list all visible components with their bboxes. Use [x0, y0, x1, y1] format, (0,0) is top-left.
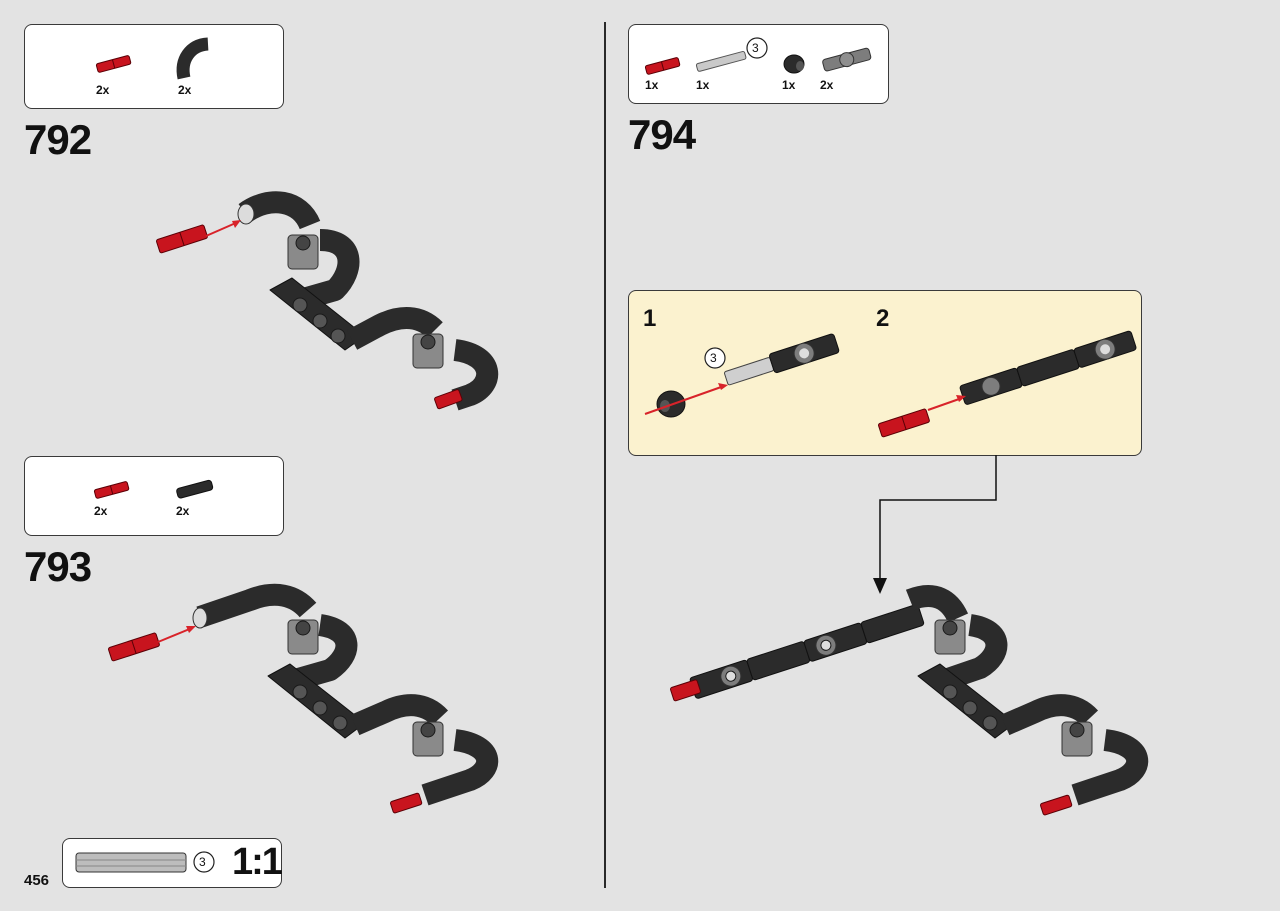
qty-793-tube: 2x: [176, 504, 190, 518]
parts-box-792: [24, 24, 284, 109]
red-pin-icon: [95, 55, 132, 73]
black-bush-icon: [783, 54, 805, 74]
red-pin-793-right: [390, 792, 423, 814]
axle-length-circle: [746, 37, 768, 59]
red-pin-794-right: [1040, 794, 1073, 816]
qty-794-axle: 1x: [696, 78, 710, 92]
qty-792-curve: 2x: [178, 83, 192, 97]
curved-connector-icon: [176, 37, 209, 80]
black-tube-icon: [176, 479, 214, 499]
red-pin-792-right: [434, 389, 463, 410]
ruler-length-label: 3: [199, 855, 206, 869]
qty-793-pin: 2x: [94, 504, 108, 518]
red-pin-icon: [644, 57, 681, 75]
red-pin-icon: [93, 481, 130, 499]
insert-arrow-793: [157, 627, 193, 643]
axle-length-label: 3: [752, 41, 759, 55]
substep-number-2: 2: [876, 305, 890, 332]
grey-cross-connector-icon: [822, 47, 872, 72]
parts-box-793: [24, 456, 284, 536]
qty-794-bush: 1x: [782, 78, 796, 92]
qty-792-pin: 2x: [96, 83, 110, 97]
callout-pointer-arrowhead: [873, 578, 887, 594]
qty-794-pin: 1x: [645, 78, 659, 92]
substep-1-length-circle: [704, 347, 726, 369]
red-pin-792-left: [156, 224, 208, 254]
substep-number-1: 1: [643, 305, 657, 332]
insert-arrow-792: [205, 221, 239, 237]
step-number-794: 794: [628, 111, 696, 158]
red-pin-794-left: [670, 679, 701, 702]
step-number-792: 792: [24, 116, 92, 163]
substep-1-illustration: [644, 333, 840, 418]
red-pin-793-left: [108, 632, 160, 662]
grey-axle-icon: [695, 51, 747, 72]
scale-label: 1:1: [232, 841, 283, 883]
substep-1-length-label: 3: [710, 351, 717, 365]
callout-pointer-line: [879, 455, 997, 580]
page-divider: [604, 22, 606, 888]
qty-794-connector: 2x: [820, 78, 834, 92]
step-number-793: 793: [24, 543, 92, 590]
page-number: 456: [24, 872, 50, 889]
substep-2-illustration: [878, 330, 1137, 438]
ruler-length-circle: [193, 851, 215, 873]
